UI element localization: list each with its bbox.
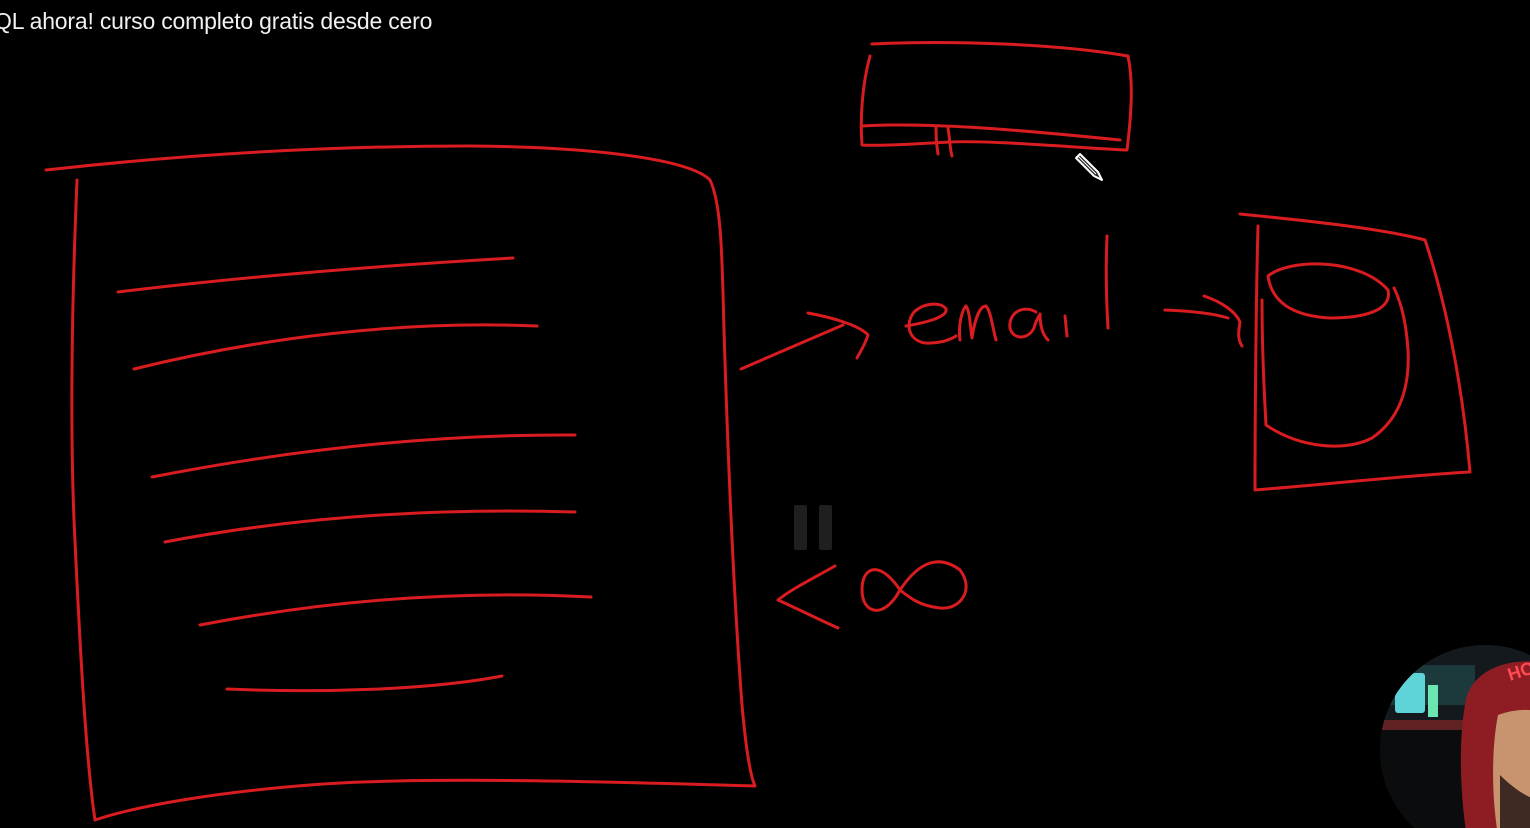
card-divider (946, 126, 954, 158)
infinity-symbol (860, 560, 968, 612)
arrow-head (806, 311, 870, 360)
pause-icon[interactable] (794, 505, 834, 550)
document-line (225, 674, 504, 693)
pen-cursor-icon (1074, 150, 1108, 184)
presenter-webcam: HO (1380, 645, 1530, 828)
card-divider (860, 123, 1122, 142)
card-outline (859, 41, 1133, 152)
arrow-to-email (739, 323, 845, 371)
document-line (132, 323, 539, 371)
arrow-head (1202, 294, 1244, 348)
document-line (150, 433, 577, 479)
database-cylinder (1266, 262, 1390, 320)
card-divider (934, 126, 940, 156)
arrow-to-database (1163, 308, 1230, 320)
less-than-symbol (776, 564, 840, 630)
document-line (116, 256, 515, 294)
database-box (1238, 212, 1472, 492)
document-outline (44, 144, 757, 822)
document-line (198, 593, 593, 627)
database-cylinder-side (1260, 286, 1410, 448)
document-line (163, 509, 577, 544)
handwritten-email (904, 234, 1110, 345)
video-title: QL ahora! curso completo gratis desde ce… (0, 8, 433, 34)
